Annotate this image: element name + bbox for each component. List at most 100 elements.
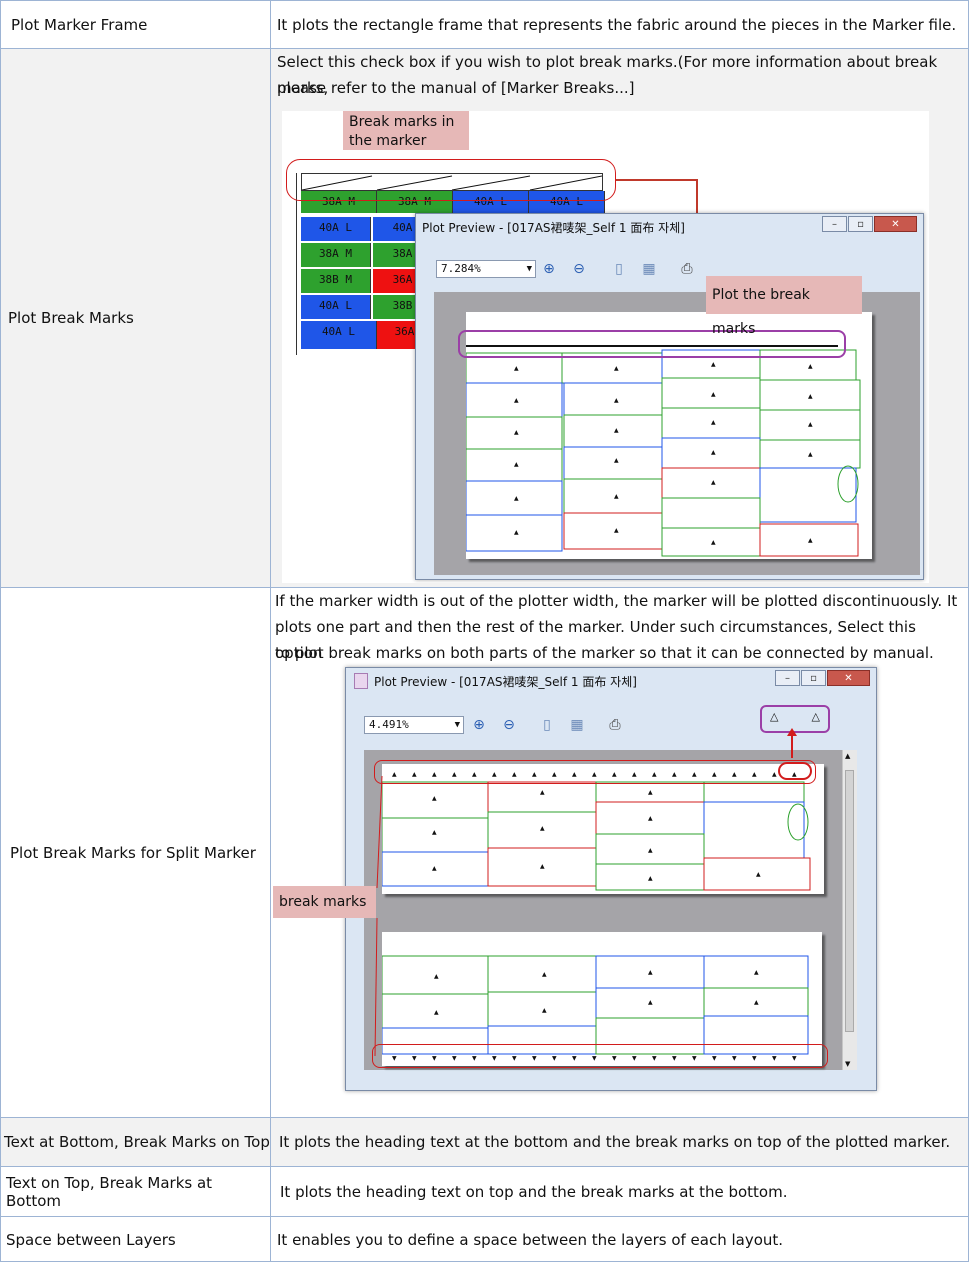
zoom-out-icon[interactable]: ⊖ bbox=[503, 717, 515, 733]
minimize-icon[interactable]: – bbox=[775, 670, 800, 686]
minimize-icon[interactable]: – bbox=[822, 216, 847, 232]
svg-text:▼: ▼ bbox=[792, 1055, 797, 1062]
svg-text:▲: ▲ bbox=[711, 419, 716, 426]
description-text: If the marker width is out of the plotte… bbox=[275, 592, 958, 610]
split-plot-preview-window: Plot Preview - [017AS裙唛架_Self 1 面布 자체] –… bbox=[345, 667, 877, 1091]
svg-text:▲: ▲ bbox=[648, 847, 653, 854]
plot-break-marks-highlight bbox=[458, 330, 846, 358]
svg-text:▲: ▲ bbox=[572, 771, 577, 778]
svg-text:▲: ▲ bbox=[756, 871, 761, 878]
svg-text:▲: ▲ bbox=[754, 999, 759, 1006]
callout-text: the marker bbox=[349, 133, 427, 149]
svg-text:▼: ▼ bbox=[652, 1055, 657, 1062]
close-icon[interactable]: ✕ bbox=[827, 670, 870, 686]
table-row: Text at Bottom, Break Marks on Top It pl… bbox=[1, 1118, 968, 1167]
svg-text:▲: ▲ bbox=[552, 771, 557, 778]
svg-text:▼: ▼ bbox=[732, 1055, 737, 1062]
marker-paper: ▲▲▲▲ ▲▲▲▲ ▲▲▲▲ ▲▲▲▲ ▲▲▲ ▲▲▲▲ bbox=[465, 312, 872, 559]
svg-text:▲: ▲ bbox=[614, 427, 619, 434]
zoom-select[interactable]: 7.284%▼ bbox=[436, 260, 536, 278]
svg-text:▲: ▲ bbox=[711, 479, 716, 486]
vertical-scrollbar[interactable]: ▲ ▼ bbox=[842, 750, 857, 1070]
svg-text:▲: ▲ bbox=[432, 771, 437, 778]
scroll-down-icon[interactable]: ▼ bbox=[845, 1060, 851, 1068]
window-title: Plot Preview - [017AS裙唛架_Self 1 面布 자체] bbox=[422, 221, 685, 235]
dropdown-arrow-icon: ▼ bbox=[454, 720, 460, 730]
multi-page-icon[interactable]: ▦ bbox=[570, 717, 584, 733]
svg-text:▲: ▲ bbox=[514, 397, 519, 404]
table-row: Text on Top, Break Marks at Bottom It pl… bbox=[1, 1167, 968, 1217]
print-icon[interactable]: ⎙ bbox=[609, 717, 621, 733]
break-mark-sample: △ △ bbox=[760, 705, 830, 733]
svg-text:▲: ▲ bbox=[542, 1007, 547, 1014]
svg-text:▲: ▲ bbox=[648, 815, 653, 822]
svg-text:▲: ▲ bbox=[514, 495, 519, 502]
option-description: It enables you to define a space between… bbox=[271, 1217, 968, 1262]
option-label: Plot Break Marks for Split Marker bbox=[1, 588, 271, 1117]
document-icon bbox=[354, 673, 368, 689]
svg-text:▲: ▲ bbox=[514, 529, 519, 536]
zoom-in-icon[interactable]: ⊕ bbox=[473, 717, 485, 733]
scrollbar-thumb[interactable] bbox=[845, 770, 854, 1032]
zoom-value: 4.491% bbox=[369, 718, 409, 731]
svg-text:▲: ▲ bbox=[614, 527, 619, 534]
description-text: It plots the heading text at the bottom … bbox=[279, 1133, 951, 1151]
svg-text:▼: ▼ bbox=[392, 1055, 397, 1062]
svg-text:▲: ▲ bbox=[540, 789, 545, 796]
zoom-out-icon[interactable]: ⊖ bbox=[573, 261, 585, 277]
multi-page-icon[interactable]: ▦ bbox=[642, 261, 656, 277]
svg-text:▼: ▼ bbox=[672, 1055, 677, 1062]
table-row: Space between Layers It enables you to d… bbox=[1, 1217, 968, 1262]
description-text: Select this check box if you wish to plo… bbox=[277, 53, 938, 97]
svg-text:▲: ▲ bbox=[672, 771, 677, 778]
triangle-icon: △ bbox=[811, 710, 820, 723]
svg-text:▼: ▼ bbox=[492, 1055, 497, 1062]
single-page-icon[interactable]: ▯ bbox=[543, 717, 551, 733]
option-label: Plot Break Marks bbox=[1, 49, 271, 587]
option-name: Text at Bottom, Break Marks on Top bbox=[4, 1133, 270, 1151]
break-mark-zoom-highlight bbox=[778, 762, 812, 780]
svg-text:▼: ▼ bbox=[612, 1055, 617, 1062]
svg-text:▼: ▼ bbox=[572, 1055, 577, 1062]
svg-text:▼: ▼ bbox=[712, 1055, 717, 1062]
callout-plot-break-marks: Plot the break marks bbox=[706, 276, 862, 337]
svg-text:▲: ▲ bbox=[772, 771, 777, 778]
svg-text:▲: ▲ bbox=[614, 493, 619, 500]
maximize-icon[interactable]: ▫ bbox=[848, 216, 873, 232]
svg-text:▲: ▲ bbox=[808, 537, 813, 544]
option-description: If the marker width is out of the plotte… bbox=[271, 588, 968, 1117]
marker-piece: 38A M bbox=[301, 191, 377, 213]
marker-piece: 38B M bbox=[301, 269, 371, 293]
maximize-icon[interactable]: ▫ bbox=[801, 670, 826, 686]
marker-piece: 38A M bbox=[377, 191, 453, 213]
close-icon[interactable]: ✕ bbox=[874, 216, 917, 232]
svg-text:▲: ▲ bbox=[711, 391, 716, 398]
svg-text:▼: ▼ bbox=[532, 1055, 537, 1062]
description-text: It enables you to define a space between… bbox=[277, 1230, 784, 1249]
svg-text:▲: ▲ bbox=[614, 365, 619, 372]
svg-text:▼: ▼ bbox=[692, 1055, 697, 1062]
svg-text:▼: ▼ bbox=[752, 1055, 757, 1062]
svg-text:▲: ▲ bbox=[434, 973, 439, 980]
description-text: It plots the heading text on top and the… bbox=[280, 1182, 788, 1201]
svg-text:▲: ▲ bbox=[808, 363, 813, 370]
svg-text:▲: ▲ bbox=[711, 449, 716, 456]
svg-text:▲: ▲ bbox=[692, 771, 697, 778]
callout-text: Break marks in bbox=[349, 114, 455, 130]
svg-text:▲: ▲ bbox=[532, 771, 537, 778]
svg-text:▲: ▲ bbox=[732, 771, 737, 778]
single-page-icon[interactable]: ▯ bbox=[615, 261, 623, 277]
option-label: Plot Marker Frame bbox=[1, 1, 271, 48]
svg-text:▲: ▲ bbox=[492, 771, 497, 778]
marker-part-2-drawing: ▲▲▲▲ ▲▲▲▲ ▼▼▼▼ ▼▼▼▼ ▼▼▼▼ ▼▼▼▼ ▼▼▼▼▼ bbox=[381, 955, 809, 1062]
print-icon[interactable]: ⎙ bbox=[681, 261, 693, 277]
svg-text:▲: ▲ bbox=[472, 771, 477, 778]
svg-text:▲: ▲ bbox=[432, 829, 437, 836]
scroll-up-icon[interactable]: ▲ bbox=[845, 752, 851, 760]
zoom-select[interactable]: 4.491% ▼ bbox=[364, 716, 464, 734]
option-name: Plot Break Marks bbox=[8, 309, 134, 327]
callout-break-marks: break marks bbox=[273, 886, 376, 918]
zoom-in-icon[interactable]: ⊕ bbox=[543, 261, 555, 277]
svg-text:▲: ▲ bbox=[612, 771, 617, 778]
marker-piece: 40A L bbox=[301, 295, 371, 319]
